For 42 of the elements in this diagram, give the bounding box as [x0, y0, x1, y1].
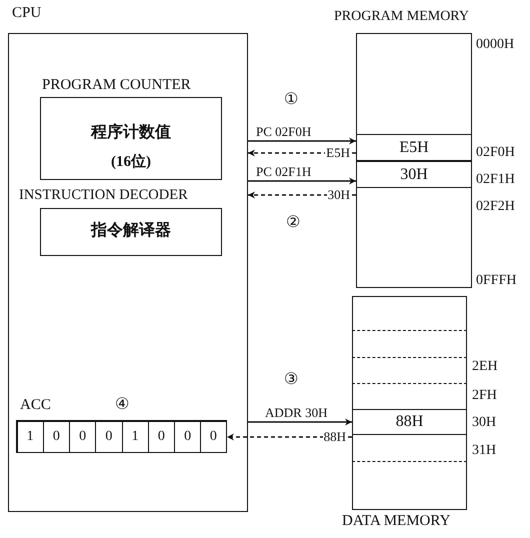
address-label: 02F0H — [476, 146, 515, 160]
address-label: 30H — [472, 416, 496, 430]
box-title: DATA MEMORY — [342, 514, 450, 529]
box-title: PROGRAM MEMORY — [334, 10, 469, 24]
address-label: 02F1H — [476, 173, 515, 187]
box-title: ACC — [20, 398, 51, 413]
address-label: 0000H — [476, 38, 514, 52]
step-number: ① — [284, 92, 298, 108]
memory-cell: 88H — [352, 409, 467, 435]
bit-cell: 0 — [42, 420, 69, 452]
arrow — [248, 138, 356, 144]
bit-cell: 0 — [148, 420, 174, 452]
edge-label: 30H — [326, 188, 351, 201]
bit-cell: 0 — [95, 420, 122, 452]
address-label: 2FH — [472, 389, 497, 403]
box-text: (16位) — [110, 155, 152, 170]
edge-label: ADDR 30H — [264, 406, 328, 419]
bit-cell: 0 — [174, 420, 200, 452]
edge-label: E5H — [325, 146, 351, 159]
arrow — [248, 178, 356, 184]
address-label: 31H — [472, 444, 496, 458]
edge-label: PC 02F0H — [255, 125, 312, 138]
step-number: ② — [286, 215, 300, 231]
edge-label: PC 02F1H — [255, 165, 312, 178]
box-text: 程序计数值 — [90, 125, 172, 141]
step-number: ④ — [115, 397, 129, 413]
bit-cell: 0 — [200, 420, 226, 452]
arrow — [248, 418, 352, 426]
box-title: CPU — [12, 6, 42, 21]
address-label: 0FFFH — [476, 274, 516, 288]
address-label: 02F2H — [476, 200, 515, 214]
box-text: 指令解译器 — [90, 223, 172, 239]
memory-cell: 30H — [356, 161, 472, 188]
edge-label: 88H — [322, 430, 347, 443]
bit-cell: 1 — [122, 420, 148, 452]
box-title: PROGRAM COUNTER — [42, 78, 191, 93]
box-title: INSTRUCTION DECODER — [19, 188, 188, 202]
step-number: ③ — [284, 372, 298, 388]
address-label: 2EH — [472, 360, 498, 374]
bit-cell: 1 — [16, 420, 43, 452]
memory-cell: E5H — [356, 134, 472, 161]
bit-cell: 0 — [69, 420, 96, 452]
